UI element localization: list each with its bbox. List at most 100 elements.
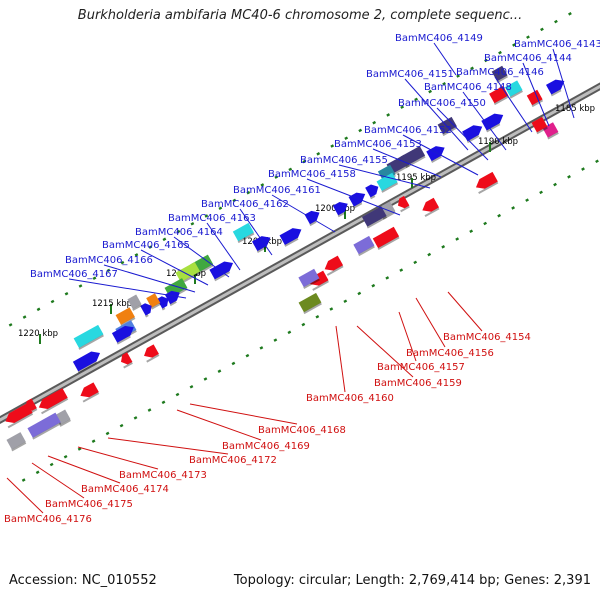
forward-gene-block <box>252 236 271 252</box>
forward-gene-block-shade <box>550 89 562 97</box>
forward-gene-block-shade <box>496 75 509 84</box>
reverse-gene-block-shade <box>59 419 71 427</box>
forward-gene-block <box>232 222 254 242</box>
forward-leader-line <box>173 236 230 278</box>
reverse-gene-label: BamMC406_4156 <box>406 348 494 359</box>
forward-gene-label: BamMC406_4155 <box>300 155 388 166</box>
forward-gene-block <box>279 228 302 246</box>
forward-gene-label: BamMC406_4153 <box>334 139 422 150</box>
reverse-gene-block <box>27 412 61 438</box>
forward-gene-block-shade <box>381 182 399 193</box>
reverse-gene-block <box>397 195 410 209</box>
forward-leader-line <box>306 178 401 216</box>
genome-stats-text: Topology: circular; Length: 2,769,414 bp… <box>233 573 591 588</box>
reverse-leader-line <box>47 455 121 484</box>
forward-gene-block-shade <box>509 90 523 99</box>
reverse-gene-block-shade <box>377 236 400 250</box>
forward-gene-block <box>462 125 483 142</box>
forward-gene-block-shade <box>132 304 143 311</box>
forward-gene-block-shade <box>120 317 136 327</box>
reverse-gene-block-shade <box>478 181 499 195</box>
forward-gene-block-shade <box>309 220 317 227</box>
forward-gene-block-shade <box>77 361 98 374</box>
forward-gene-block-shade <box>256 245 268 254</box>
forward-gene-block-shade <box>161 307 166 311</box>
reverse-leader-line <box>6 477 44 514</box>
reverse-gene-block <box>324 255 344 271</box>
forward-gene-block-shade <box>486 123 501 133</box>
forward-gene-block <box>376 172 398 192</box>
forward-gene-block-shade <box>431 155 442 163</box>
reverse-gene-block <box>531 116 548 133</box>
forward-gene-block-shade <box>405 155 426 169</box>
forward-gene-block <box>304 210 320 225</box>
forward-gene-block <box>209 261 234 280</box>
reverse-gene-label: BamMC406_4154 <box>443 332 531 343</box>
forward-gene-label: BamMC406_4152 <box>364 125 452 136</box>
forward-gene-label: BamMC406_4163 <box>168 213 256 224</box>
tick-label: 1185 kbp <box>555 104 595 114</box>
forward-gene-block <box>72 351 101 372</box>
forward-gene-block <box>175 261 201 283</box>
reverse-gene-block <box>422 197 440 212</box>
reverse-gene-block-shade <box>32 422 62 440</box>
forward-gene-label: BamMC406_4144 <box>484 53 572 64</box>
reverse-gene-block <box>144 344 159 358</box>
reverse-gene-label: BamMC406_4160 <box>306 393 394 404</box>
forward-gene-block <box>156 296 169 309</box>
reverse-gene-block-shade <box>358 245 375 257</box>
forward-gene-block-shade <box>353 202 363 209</box>
reverse-leader-line <box>398 311 417 362</box>
reverse-gene-block <box>121 352 133 365</box>
reverse-leader-line <box>176 409 262 441</box>
forward-gene-label: BamMC406_4149 <box>395 33 483 44</box>
forward-gene-block-shade <box>214 271 231 282</box>
forward-gene-block <box>481 113 504 131</box>
forward-leader-line <box>402 134 479 176</box>
forward-gene-block <box>73 324 104 349</box>
forward-leader-line <box>68 278 187 299</box>
forward-leader-line <box>433 42 457 76</box>
forward-gene-label: BamMC406_4146 <box>456 67 544 78</box>
reverse-gene-block <box>353 235 375 255</box>
reverse-gene-block-shade <box>536 126 548 135</box>
forward-leader-line <box>239 208 273 256</box>
reverse-gene-label: BamMC406_4176 <box>4 514 92 525</box>
reverse-gene-block-shade <box>41 397 69 415</box>
forward-leader-line <box>103 264 196 293</box>
reverse-gene-block <box>5 403 33 423</box>
forward-gene-block-shade <box>116 335 131 345</box>
map-title: Burkholderia ambifaria MC40-6 chromosome… <box>77 8 523 23</box>
reverse-gene-block-shade <box>303 278 320 290</box>
tick-label: 1195 kbp <box>396 173 436 183</box>
forward-leader-line <box>462 91 507 151</box>
reverse-gene-block-shade <box>11 441 27 452</box>
forward-gene-block-shade <box>284 237 299 247</box>
reverse-leader-line <box>107 437 229 455</box>
reverse-gene-block <box>80 382 99 398</box>
forward-gene-block <box>437 116 457 135</box>
forward-gene-block <box>111 325 134 343</box>
reverse-gene-block <box>298 268 320 288</box>
reverse-gene-block <box>38 388 68 409</box>
forward-leader-line <box>206 222 241 271</box>
forward-gene-label: BamMC406_4158 <box>268 169 356 180</box>
forward-gene-block <box>348 192 366 207</box>
forward-gene-block-shade <box>531 99 544 108</box>
forward-gene-block-shade <box>151 302 161 310</box>
forward-gene-block <box>127 294 142 309</box>
forward-gene-block <box>332 202 348 216</box>
forward-gene-block-shade <box>237 232 255 244</box>
reverse-leader-line <box>415 297 446 348</box>
reverse-gene-block-shade <box>312 280 329 291</box>
reverse-gene-block <box>372 226 400 249</box>
reverse-gene-label: BamMC406_4169 <box>222 441 310 452</box>
forward-gene-block <box>115 307 135 325</box>
forward-gene-label: BamMC406_4167 <box>30 269 118 280</box>
backbone <box>0 84 600 422</box>
forward-gene-block-shade <box>169 300 177 307</box>
reverse-leader-line <box>335 325 346 393</box>
accession-text: Accession: NC_010552 <box>9 573 157 588</box>
reverse-gene-label: BamMC406_4174 <box>81 484 169 495</box>
forward-gene-block <box>146 293 161 308</box>
